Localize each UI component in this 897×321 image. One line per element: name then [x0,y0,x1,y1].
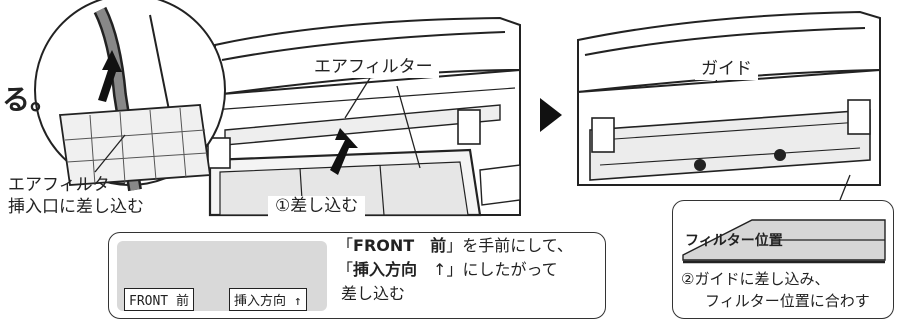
step1-label: ①差し込む [268,196,366,218]
zoom-circle-illustration [34,0,226,192]
ac-unit-left-illustration [207,16,521,217]
insert-caption-line1: エアフィルター [8,175,127,195]
guide-label: ガイド [695,59,758,80]
insert-instruction-box: FRONT 前 挿入方向 ↑ 「FRONT 前」を手前にして、 「挿入方向 ↑」… [108,232,606,319]
front-sticker: FRONT 前 [124,288,194,311]
air-filter-label: エアフィルター [308,57,439,78]
filter-position-detail [682,219,886,264]
insert-arrow-icon [330,128,358,175]
zoom-arrow-icon [98,50,122,102]
ac-unit-right-illustration [577,10,881,186]
filter-position-label: フィルター位置 [685,233,783,249]
position-note-line1: ②ガイドに差し込み、 [681,270,830,288]
next-step-arrow-icon [540,98,562,132]
position-instruction-box: フィルター位置 ②ガイドに差し込み、 フィルター位置に合わす [672,200,894,319]
note-line2: 「挿入方向 ↑」にしたがって [337,260,558,279]
note-line3: 差し込む [341,284,406,303]
previous-text-fragment: る。 [2,83,59,116]
position-note-line2: フィルター位置に合わす [705,292,870,310]
note-line1: 「FRONT 前」を手前にして、 [337,236,573,255]
insert-caption-line2: 挿入口に差し込む [8,197,144,217]
direction-sticker: 挿入方向 ↑ [229,288,307,311]
